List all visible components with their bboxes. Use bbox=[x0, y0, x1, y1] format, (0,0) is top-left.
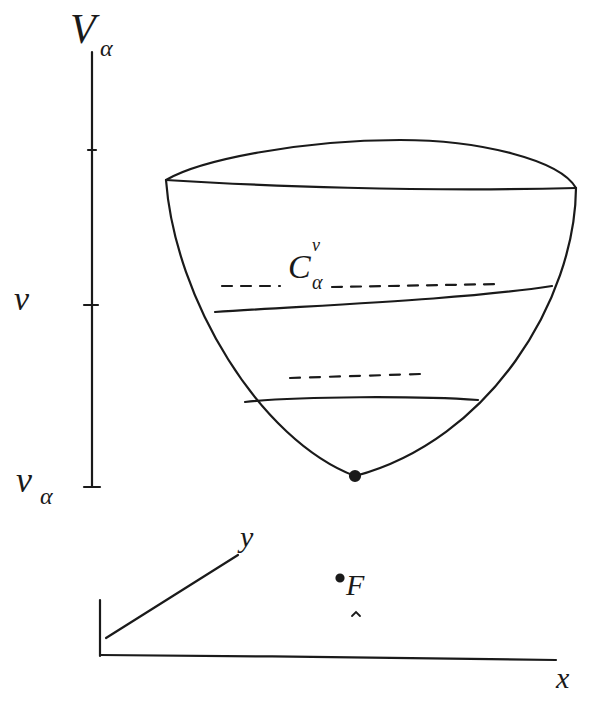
axis-tick bbox=[84, 486, 100, 488]
axis-tick bbox=[84, 304, 98, 306]
point-name: F bbox=[346, 570, 364, 600]
axis-name: x bbox=[556, 663, 569, 693]
level-curve-back bbox=[290, 374, 420, 378]
axis-corner bbox=[99, 600, 101, 656]
point-dot bbox=[337, 575, 344, 582]
set-superscript: v bbox=[312, 236, 320, 254]
y-axis bbox=[106, 555, 238, 638]
level-label: v bbox=[14, 282, 29, 316]
axis-name: V bbox=[70, 8, 96, 50]
axis-name: y bbox=[240, 522, 253, 552]
minimum-label: v bbox=[16, 462, 32, 498]
surface-right bbox=[355, 188, 576, 476]
vector-mark bbox=[352, 612, 360, 616]
value-axis bbox=[91, 52, 93, 487]
rim-front bbox=[166, 180, 576, 189]
axis-subscript: α bbox=[100, 36, 113, 60]
minimum-dot bbox=[350, 471, 360, 481]
level-curve-back bbox=[222, 284, 500, 287]
set-name: C bbox=[288, 250, 311, 284]
surface-left bbox=[166, 180, 355, 476]
rim-back bbox=[166, 140, 576, 188]
minimum-subscript: α bbox=[40, 484, 53, 508]
axis-tick bbox=[88, 149, 96, 151]
set-subscript: α bbox=[312, 272, 323, 292]
x-axis bbox=[100, 655, 556, 660]
level-curve bbox=[245, 397, 478, 402]
level-curve bbox=[215, 286, 552, 312]
